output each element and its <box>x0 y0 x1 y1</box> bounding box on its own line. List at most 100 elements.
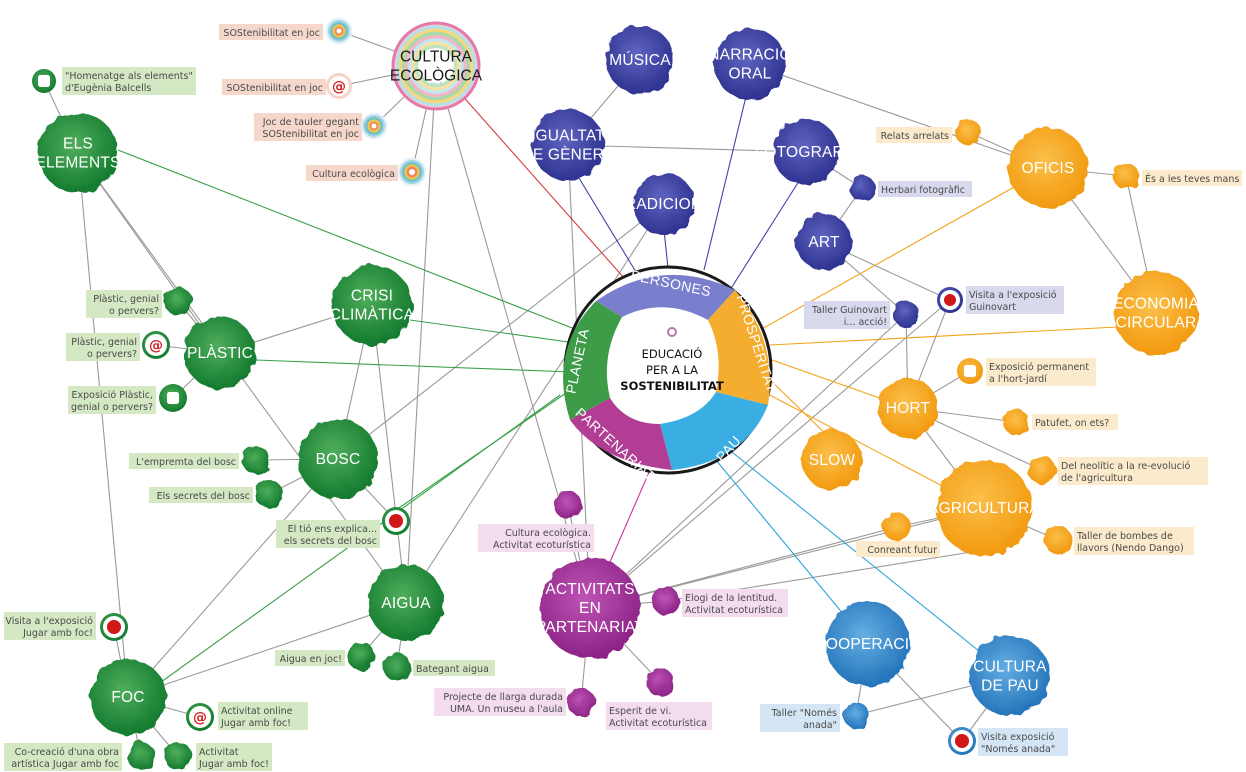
activity-dot-taller-guinovart[interactable] <box>893 301 919 327</box>
activity-label-conreant[interactable]: Conreant futur <box>856 541 940 557</box>
activity-label-aigua-joc[interactable]: Aigua en joc! <box>275 650 345 666</box>
activity-dot-cultura-eco-lbl[interactable] <box>397 157 427 187</box>
hub-slow[interactable]: SLOW <box>802 430 862 490</box>
activity-dot-sos2[interactable]: @ <box>326 73 352 99</box>
activity-dot-joc-tauler[interactable] <box>360 112 388 140</box>
activity-label-sos1[interactable]: SOStenibilitat en joc <box>219 24 323 40</box>
hub-foc[interactable]: FOC <box>90 659 166 735</box>
activity-label-cultura-eco-lbl[interactable]: Cultura ecològica <box>306 165 398 181</box>
activity-label-sos2[interactable]: SOStenibilitat en joc <box>222 79 326 95</box>
activity-label-relats[interactable]: Relats arrelats <box>876 127 952 143</box>
activity-dot-bategant[interactable] <box>383 653 411 681</box>
activity-label-tio[interactable]: El tió ens explica...els secrets del bos… <box>276 520 380 548</box>
label-background <box>86 290 162 318</box>
label-background <box>1142 170 1242 186</box>
activity-label-esperit[interactable]: Esperit de vi.Activitat ecoturística <box>606 702 712 730</box>
activity-dot-sos1[interactable] <box>325 17 353 45</box>
activity-dot-homenatge[interactable] <box>32 69 56 93</box>
activity-dot-elogi[interactable] <box>652 587 680 615</box>
activity-dot-plastic1[interactable] <box>164 287 192 315</box>
activity-dot-taller-nomes[interactable] <box>843 702 869 728</box>
activity-label-bategant[interactable]: Bategant aigua <box>413 660 495 676</box>
activity-label-secrets[interactable]: Els secrets del bosc <box>149 487 253 503</box>
label-background <box>218 702 308 730</box>
activity-dot-conreant[interactable] <box>883 513 911 541</box>
activity-dot-activitat-foc[interactable] <box>164 742 192 770</box>
hub-plastic[interactable]: PLÀSTIC <box>184 317 256 389</box>
activity-dot-bombes[interactable] <box>1044 526 1072 554</box>
activity-label-homenatge[interactable]: "Homenatge als elements"d'Eugènia Balcel… <box>62 67 196 95</box>
activity-dot-es-mans[interactable] <box>1113 163 1139 189</box>
activity-dot-esperit[interactable] <box>646 668 674 696</box>
connection-line <box>729 169 807 291</box>
hub-bosc[interactable]: BOSC <box>298 419 378 499</box>
activity-dot-cultura-eco-act[interactable] <box>554 491 582 519</box>
hub-fotografia[interactable]: FOTOGRAFIA <box>755 119 858 185</box>
hub-label: ART <box>808 234 840 251</box>
activity-dot-visita-nomes[interactable] <box>948 727 976 755</box>
activity-dot-projecte[interactable] <box>567 688 595 716</box>
activity-dot-cocreacio[interactable] <box>127 742 155 770</box>
center-line-2: PER A LA <box>646 363 698 377</box>
label-text: Activitat <box>199 747 239 758</box>
hub-agricultura[interactable]: AGRICULTURA <box>928 460 1041 556</box>
activity-dot-exposicio-hort[interactable] <box>957 358 983 384</box>
activity-dot-neolitic[interactable] <box>1028 456 1056 484</box>
activity-label-es-mans[interactable]: És a les teves mans <box>1142 170 1242 186</box>
activity-dot-activitat-online[interactable]: @ <box>186 703 214 731</box>
label-text: Patufet, on ets? <box>1035 418 1109 429</box>
hub-tradicions[interactable]: TRADICIONS <box>615 173 713 235</box>
connection-line <box>405 203 665 604</box>
rainbow-icon <box>409 169 415 175</box>
activity-label-cultura-eco-act[interactable]: Cultura ecològica.Activitat ecoturística <box>478 524 594 552</box>
activity-dot-secrets[interactable] <box>255 480 283 508</box>
activity-dot-relats[interactable] <box>955 119 981 145</box>
activity-label-patufet[interactable]: Patufet, on ets? <box>1032 414 1118 430</box>
activity-dot-empremta[interactable] <box>242 446 270 474</box>
hub-aigua[interactable]: AIGUA <box>368 565 444 641</box>
central-wheel: PERSONES PROSPERITAT PAU PARTENARIAT PLA… <box>562 265 780 484</box>
activity-dot-plastic2[interactable]: @ <box>142 331 170 359</box>
hub-art[interactable]: ART <box>796 214 852 270</box>
activity-dot-exposicio-plastic[interactable] <box>159 384 187 412</box>
activity-dot-herbari[interactable] <box>849 175 875 201</box>
activity-dot-aigua-joc[interactable] <box>347 642 375 670</box>
hub-oficis[interactable]: OFICIS <box>1008 128 1088 208</box>
activity-label-empremta[interactable]: L'empremta del bosc <box>129 453 239 469</box>
activity-label-elogi[interactable]: Elogi de la lentitud.Activitat ecoturíst… <box>682 589 788 617</box>
label-background <box>978 728 1068 756</box>
hub-cooperacio[interactable]: COOPERACIÓ <box>814 602 921 686</box>
activity-dot-patufet[interactable] <box>1003 409 1029 435</box>
activity-dot-tio[interactable] <box>382 507 410 535</box>
activity-label-herbari[interactable]: Herbari fotogràfic <box>878 181 972 197</box>
label-text: llavors (Nendo Dango) <box>1077 543 1184 554</box>
activity-label-exposicio-plastic[interactable]: Exposició Plàstic,genial o pervers? <box>68 386 156 414</box>
hub-hort[interactable]: HORT <box>878 378 938 438</box>
hub-musica[interactable]: MÚSICA <box>606 26 674 94</box>
activity-dot-visita-foc[interactable] <box>100 613 128 641</box>
activity-label-visita-nomes[interactable]: Visita exposició"Només anada" <box>978 728 1068 756</box>
activity-dot-visita-guinovart[interactable] <box>937 287 963 313</box>
